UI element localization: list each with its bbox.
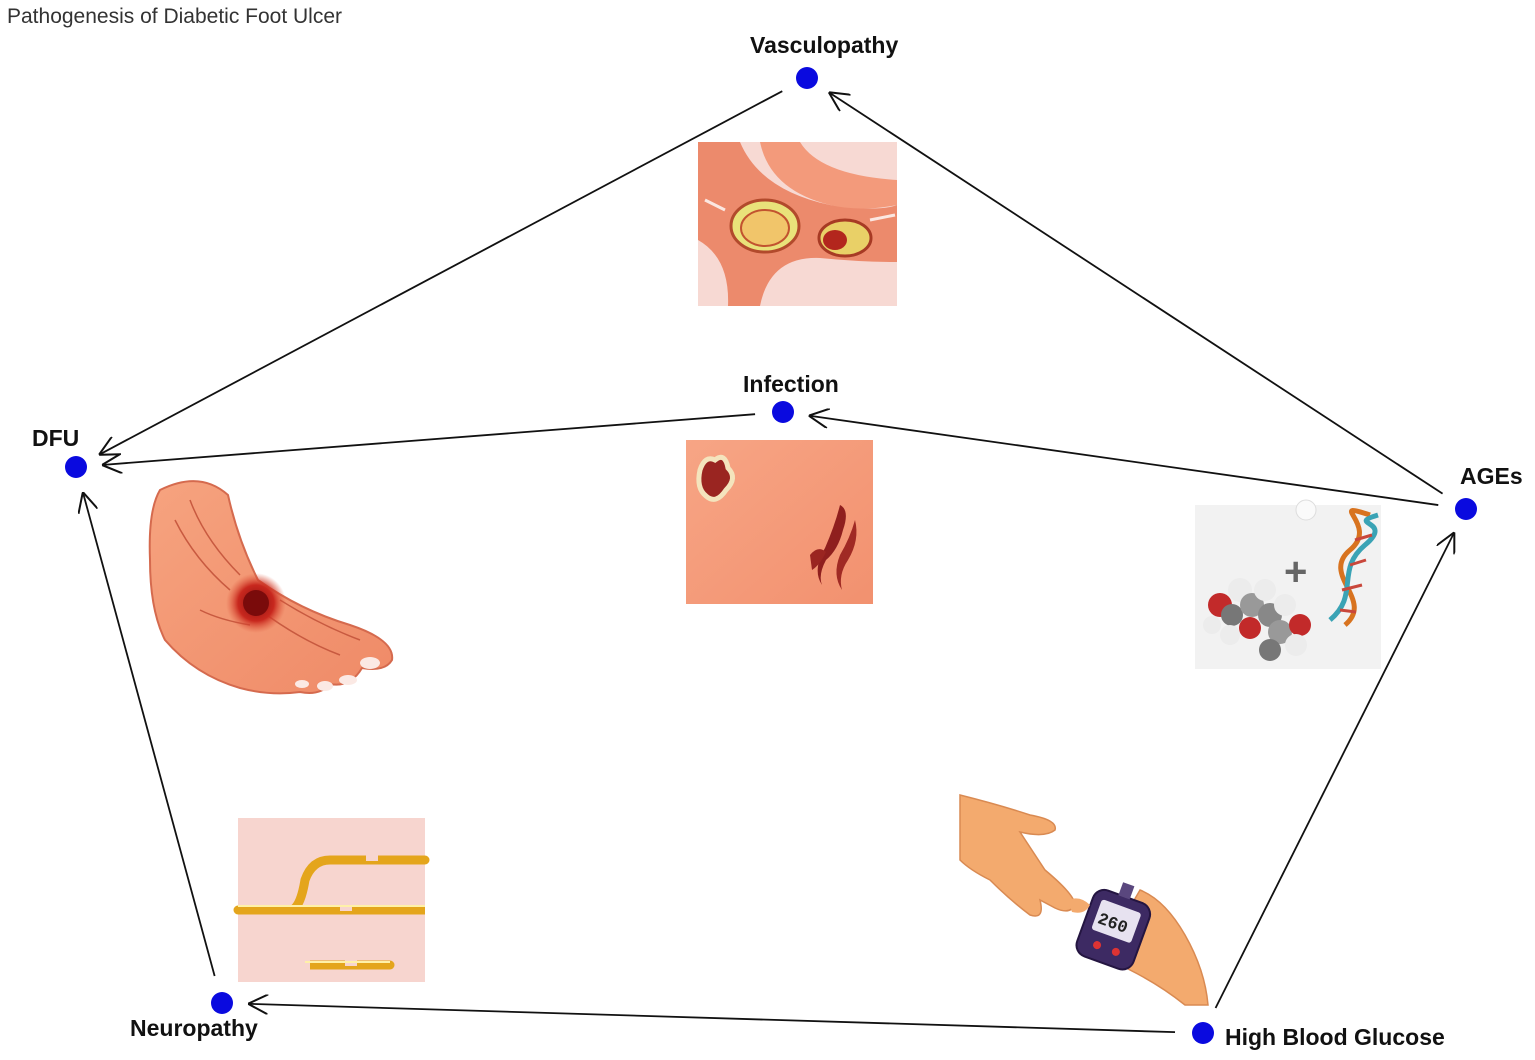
node-ages <box>1455 498 1477 520</box>
foot-ulcer-illustration <box>148 480 394 695</box>
edges-layer <box>83 90 1455 1034</box>
node-label-ages: AGEs <box>1460 463 1523 489</box>
edge-ages-to-vasculopathy <box>829 92 1444 495</box>
node-label-vasculopathy: Vasculopathy <box>750 32 899 58</box>
neuropathy-illustration <box>233 818 430 982</box>
node-label-neuropathy: Neuropathy <box>130 1015 258 1041</box>
edge-vasculopathy-to-dfu <box>99 90 783 455</box>
node-vasculopathy <box>796 67 818 89</box>
node-label-glucose: High Blood Glucose <box>1225 1024 1445 1050</box>
edge-infection-to-dfu <box>102 413 756 465</box>
node-neuropathy <box>211 992 233 1014</box>
node-label-dfu: DFU <box>32 425 80 451</box>
nodes-layer <box>65 67 1477 1044</box>
edge-neuropathy-to-dfu <box>83 492 216 977</box>
diagram-title: Pathogenesis of Diabetic Foot Ulcer <box>7 5 343 28</box>
edge-glucose-to-neuropathy <box>248 1004 1176 1034</box>
glucometer-illustration: 260 <box>959 794 1209 1006</box>
edge-glucose-to-ages <box>1214 532 1455 1009</box>
ages-illustration: + <box>1195 499 1381 669</box>
node-glucose <box>1192 1022 1214 1044</box>
node-infection <box>772 401 794 423</box>
infection-illustration <box>686 440 873 604</box>
edge-ages-to-infection <box>809 416 1439 506</box>
svg-text:+: + <box>1284 550 1307 594</box>
node-dfu <box>65 456 87 478</box>
vasculopathy-illustration <box>698 142 897 306</box>
node-label-infection: Infection <box>743 371 839 397</box>
